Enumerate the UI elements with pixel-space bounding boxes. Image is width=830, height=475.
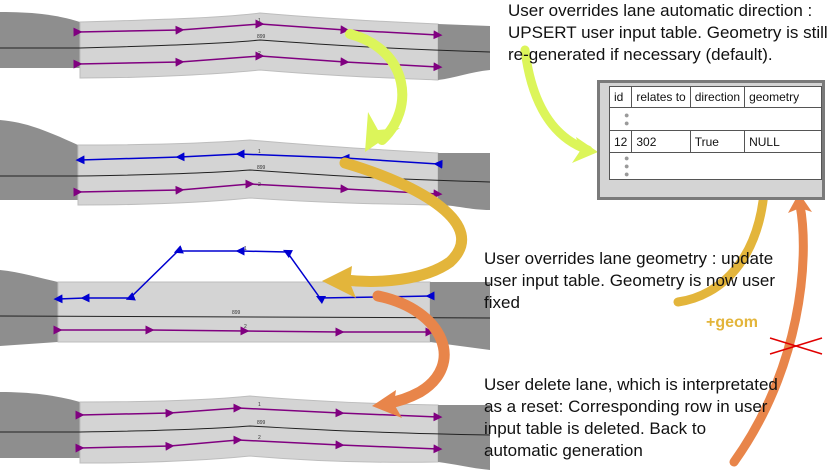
flow-arrow-orange-to-table (729, 193, 812, 467)
lane-1-user-direction (75, 149, 443, 169)
lane-1-user-geometry (53, 245, 435, 305)
lane-2-auto (53, 325, 435, 337)
road-end-right (430, 282, 490, 350)
ellipsis-dots: ●●● (624, 153, 630, 179)
road-edge-line (0, 425, 491, 436)
ellipsis-dots: ●● (624, 110, 630, 128)
geom-label: +geom (706, 314, 758, 331)
cell-relates-to: 302 (631, 130, 691, 153)
lane-label-1: 1 (258, 18, 261, 24)
road-edge-line (0, 315, 491, 319)
lane-label-1: 1 (258, 149, 261, 155)
lane-2-auto (75, 435, 443, 454)
cross-mark (769, 337, 823, 355)
lane-label-2: 2 (258, 182, 261, 188)
road-end-left (0, 270, 58, 346)
header-geometry: geometry (744, 86, 822, 108)
table-row: 12 302 True NULL (608, 130, 822, 153)
header-id: id (608, 86, 633, 108)
lane-label-center: 899 (232, 310, 241, 316)
road-end-left (0, 12, 80, 68)
caption-delete: User delete lane, which is interpretated… (484, 375, 778, 460)
road-end-left (0, 120, 78, 200)
lane-2-auto (73, 51, 443, 72)
flow-arrow-yellow-panel (322, 157, 468, 298)
lane-1-auto (73, 19, 443, 40)
header-relates-to: relates to (631, 86, 691, 108)
lane-label-center: 899 (257, 165, 266, 171)
road-surface (57, 281, 431, 343)
lane-label-1: 1 (258, 402, 261, 408)
ellipsis-row: ●●● (609, 152, 822, 180)
lane-label-2: 2 (258, 51, 261, 57)
flow-arrow-green (345, 29, 408, 152)
lane-label-2: 2 (244, 324, 247, 330)
lane-1-auto (75, 403, 443, 422)
lane-2-auto (73, 179, 443, 199)
caption-upsert: User overrides lane automatic direction … (508, 1, 828, 64)
road-edge-line (0, 39, 491, 53)
road-panel-1: 1 899 2 (0, 12, 491, 81)
caption-geometry: User overrides lane geometry : update us… (484, 249, 776, 312)
road-end-right (438, 405, 490, 470)
road-panel-3: 1 899 2 (0, 245, 491, 350)
user-input-table-panel: id relates to direction geometry ●● 12 3… (597, 80, 825, 200)
cell-geometry: NULL (744, 130, 822, 153)
lane-label-1: 1 (244, 246, 247, 252)
user-input-table: id relates to direction geometry ●● 12 3… (608, 86, 822, 180)
ellipsis-row: ●● (609, 107, 822, 131)
flow-arrow-orange-panel (372, 290, 450, 418)
lane-label-center: 899 (257, 420, 266, 426)
lane-label-center: 899 (257, 34, 266, 40)
lane-label-2: 2 (258, 435, 261, 441)
road-panel-4: 1 899 2 (0, 392, 491, 470)
road-end-left (0, 392, 80, 458)
road-end-right (438, 24, 490, 80)
cell-direction: True (689, 130, 746, 153)
flow-arrow-green-to-table (520, 45, 598, 163)
header-direction: direction (689, 86, 746, 108)
table-header-row: id relates to direction geometry (608, 86, 822, 108)
cell-id: 12 (608, 130, 633, 153)
